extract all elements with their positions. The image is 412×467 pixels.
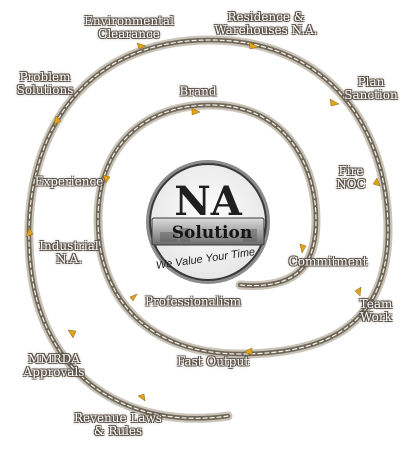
label-problem-solutions: Problem Solutions xyxy=(16,70,74,97)
logo-title: NA xyxy=(174,178,243,225)
arrow-icon xyxy=(53,115,62,126)
label-plan-sanction: Plan Sanction xyxy=(344,75,398,102)
label-professionalism: Professionalism xyxy=(144,294,242,309)
arrow-icon xyxy=(372,177,381,187)
label-revenue-laws-rules: Revenue Laws & Rules xyxy=(74,411,162,438)
arrow-icon xyxy=(25,227,34,238)
logo-subtitle: Solution xyxy=(172,223,252,243)
na-solution-logo: NA Solution We Value Your Time xyxy=(146,160,270,284)
label-fast-output: Fast Output xyxy=(176,354,250,369)
arrow-icon xyxy=(248,41,259,50)
label-environmental-clearance: Environmental Clearance xyxy=(84,14,174,41)
label-industrial-na: Industrial N.A. xyxy=(39,239,99,266)
arrow-icon xyxy=(329,98,340,107)
arrow-icon xyxy=(102,174,111,184)
arrow-icon xyxy=(354,286,362,297)
arrow-markers xyxy=(25,41,381,402)
label-brand: Brand xyxy=(179,84,217,99)
label-commitment: Commitment xyxy=(288,254,368,269)
arrow-icon xyxy=(129,293,138,302)
arrow-icon xyxy=(191,107,201,116)
label-experience: Experience xyxy=(34,174,104,189)
arrow-icon xyxy=(67,329,77,339)
arrow-icon xyxy=(136,42,147,50)
label-residence-warehouses-na: Residence & Warehouses N.A. xyxy=(214,10,318,37)
label-fire-noc: Fire NOC xyxy=(336,164,366,191)
arrow-icon xyxy=(243,347,253,356)
spiral-track xyxy=(24,35,393,423)
label-mmrda-approvals: MMRDA Approvals xyxy=(23,352,85,379)
label-team-work: Team Work xyxy=(359,297,393,324)
arrow-icon xyxy=(299,243,307,254)
arrow-icon xyxy=(137,393,146,402)
